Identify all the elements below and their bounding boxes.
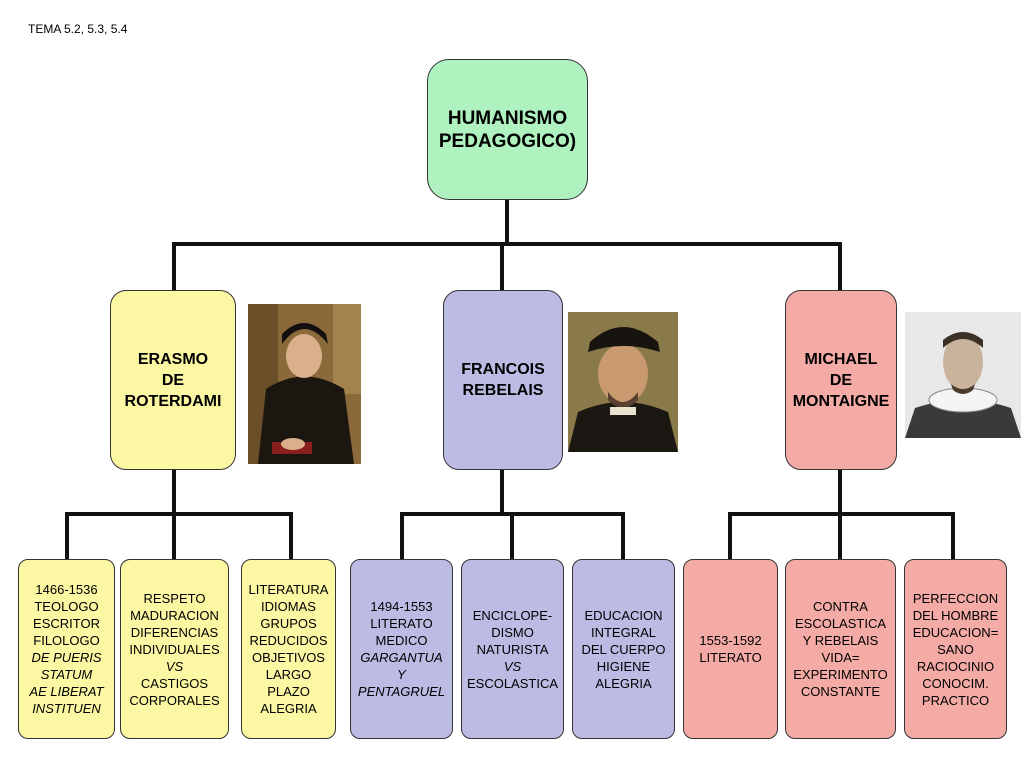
node-text: CASTIGOS	[140, 675, 209, 691]
node-montaigne-perfeccion: PERFECCION DEL HOMBRE EDUCACION= SANO RA…	[904, 559, 1007, 739]
node-text: ESCRITOR	[33, 616, 100, 631]
connector	[838, 512, 842, 559]
node-text: Y REBELAIS	[802, 633, 879, 648]
node-text: EDUCACION	[584, 607, 663, 623]
connector	[65, 512, 69, 559]
node-text: CONSTANTE	[800, 684, 881, 699]
node-text: MADURACION	[130, 607, 219, 623]
node-text: FILOLOGO	[33, 633, 100, 648]
node-text: LITERATURA	[248, 582, 329, 597]
root-line: PEDAGOGICO)	[438, 130, 577, 152]
node-text: CONOCIM.	[922, 675, 989, 691]
node-text: OBJETIVOS	[252, 650, 325, 665]
node-text: EXPERIMENTO	[793, 667, 888, 682]
node-text: INDIVIDUALES	[129, 641, 220, 657]
node-text: ALEGRIA	[260, 701, 317, 716]
node-text: VS	[165, 658, 184, 674]
node-text: GRUPOS	[260, 616, 317, 631]
connector	[172, 512, 176, 559]
node-label: FRANCOIS	[461, 361, 545, 378]
node-montaigne-contra: CONTRA ESCOLASTICA Y REBELAIS VIDA= EXPE…	[785, 559, 896, 739]
node-text: RACIOCINIO	[916, 658, 995, 674]
connector	[838, 468, 842, 514]
node-label: DE	[829, 371, 853, 389]
erasmus-portrait	[248, 304, 361, 464]
node-text: NATURISTA	[476, 641, 549, 657]
connector	[500, 468, 504, 514]
connector	[172, 468, 176, 514]
node-label: MONTAIGNE	[792, 392, 890, 410]
node-text: PENTAGRUEL	[357, 684, 446, 699]
node-text: INSTITUEN	[32, 701, 101, 716]
node-text: ALEGRIA	[595, 675, 652, 691]
node-text: LITERATO	[699, 650, 762, 665]
node-erasmo-respeto: RESPETO MADURACION DIFERENCIAS INDIVIDUA…	[120, 559, 229, 739]
node-text: 1494-1553	[370, 599, 433, 614]
node-text: VS	[503, 658, 522, 674]
node-erasmo: ERASMO DE ROTERDAMI	[110, 290, 236, 470]
connector	[951, 512, 955, 559]
node-label: REBELAIS	[462, 382, 544, 399]
connector	[500, 242, 504, 290]
node-rebelais-educacion: EDUCACION INTEGRAL DEL CUERPO HIGIENE AL…	[572, 559, 675, 739]
root-node: HUMANISMO PEDAGOGICO)	[427, 59, 588, 200]
slide-header: TEMA 5.2, 5.3, 5.4	[28, 22, 128, 36]
node-label: ROTERDAMI	[124, 392, 222, 410]
node-text: DE PUERIS	[31, 650, 102, 665]
node-text: VIDA=	[821, 650, 860, 665]
node-text: STATUM	[40, 667, 93, 682]
node-text: DISMO	[491, 624, 534, 640]
node-text: REDUCIDOS	[249, 633, 328, 648]
node-label: ERASMO	[137, 350, 209, 368]
connector	[65, 512, 293, 516]
node-text: CORPORALES	[129, 692, 220, 708]
connector	[289, 512, 293, 559]
connector	[172, 242, 842, 246]
montaigne-portrait	[905, 312, 1021, 438]
node-text: ENCICLOPE-	[472, 607, 553, 623]
node-montaigne: MICHAEL DE MONTAIGNE	[785, 290, 897, 470]
connector	[400, 512, 404, 559]
node-text: EDUCACION=	[912, 624, 999, 640]
node-text: PLAZO	[267, 684, 310, 699]
node-text: CONTRA	[813, 599, 868, 614]
node-text: LITERATO	[370, 616, 433, 631]
node-text: HIGIENE	[596, 658, 651, 674]
node-text: AE LIBERAT	[29, 684, 104, 699]
connector	[510, 512, 514, 559]
node-text: GARGANTUA	[360, 650, 443, 665]
rabelais-portrait	[568, 312, 678, 452]
node-text: MEDICO	[375, 633, 428, 648]
node-text: PRACTICO	[921, 692, 990, 708]
node-text: RESPETO	[143, 590, 206, 606]
node-text: IDIOMAS	[261, 599, 316, 614]
node-text: DIFERENCIAS	[130, 624, 219, 640]
node-text: ESCOLASTICA	[466, 675, 559, 691]
connector	[172, 242, 176, 290]
node-erasmo-literatura: LITERATURA IDIOMAS GRUPOS REDUCIDOS OBJE…	[241, 559, 336, 739]
node-text: INTEGRAL	[590, 624, 656, 640]
connector	[838, 242, 842, 290]
node-label: MICHAEL	[804, 350, 878, 368]
node-text: ESCOLASTICA	[794, 616, 887, 631]
connector	[728, 512, 732, 559]
node-text: DEL HOMBRE	[912, 607, 999, 623]
node-text: TEOLOGO	[34, 599, 99, 614]
node-text: Y	[397, 667, 406, 682]
node-erasmo-bio: 1466-1536 TEOLOGO ESCRITOR FILOLOGO DE P…	[18, 559, 115, 739]
node-text: LARGO	[265, 667, 312, 682]
connector	[505, 200, 509, 244]
node-label: DE	[161, 371, 185, 389]
node-rebelais-enciclopedismo: ENCICLOPE- DISMO NATURISTA VS ESCOLASTIC…	[461, 559, 564, 739]
node-text: SANO	[937, 641, 974, 657]
root-line: HUMANISMO	[447, 107, 568, 129]
node-rebelais: FRANCOIS REBELAIS	[443, 290, 563, 470]
node-text: 1553-1592	[699, 633, 762, 648]
node-text: PERFECCION	[912, 590, 999, 606]
node-montaigne-bio: 1553-1592 LITERATO	[683, 559, 778, 739]
node-text: 1466-1536	[35, 582, 98, 597]
node-rebelais-bio: 1494-1553 LITERATO MEDICO GARGANTUA Y PE…	[350, 559, 453, 739]
connector	[621, 512, 625, 559]
node-text: DEL CUERPO	[581, 641, 666, 657]
